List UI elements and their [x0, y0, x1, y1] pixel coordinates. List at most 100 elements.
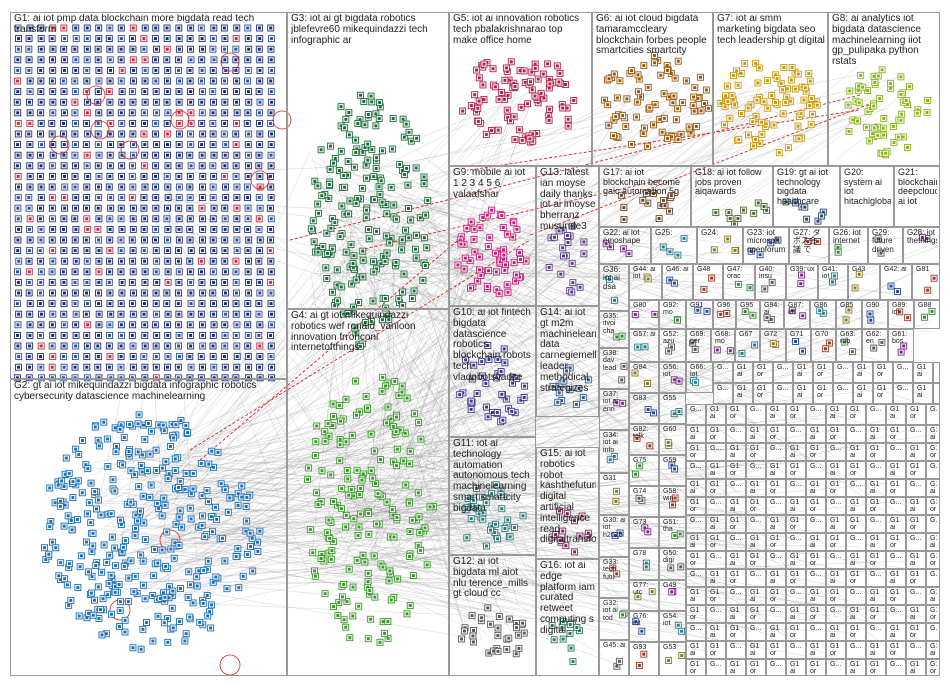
group-box-g59[interactable]: G59 [659, 455, 686, 486]
group-box-gs3[interactable]: G1 or [686, 443, 706, 461]
group-box-g72[interactable]: G72 [760, 329, 786, 362]
group-box-gs2[interactable]: G1 ai [886, 404, 906, 425]
group-box-g84[interactable]: G84 [629, 362, 659, 393]
group-box-g36[interactable]: G36: iot ai dsa [599, 264, 629, 311]
group-box-gs2[interactable]: G1 ai [786, 659, 806, 676]
group-box-g54[interactable]: G54: iot [659, 611, 686, 642]
group-box-gs1[interactable]: G... [766, 659, 786, 676]
group-box-gs3[interactable]: G1 or [926, 443, 940, 461]
group-box-gs3[interactable]: G1 or [806, 551, 826, 569]
group-box-g55[interactable]: G55 [659, 393, 686, 424]
group-box-gs1[interactable]: G... [826, 605, 846, 623]
group-box-gs1[interactable]: G... [926, 623, 940, 641]
group-box-gs2[interactable]: G1 ai [826, 515, 846, 533]
group-box-gs3[interactable]: G1 or [766, 587, 786, 605]
group-box-gs3[interactable]: G1 or [906, 569, 926, 587]
group-box-gs1[interactable]: G... [826, 497, 846, 515]
group-box-gs1[interactable]: G... [886, 551, 906, 569]
group-box-g21[interactable]: G21: blockchain deepcloud ai iot [894, 166, 940, 227]
group-box-g9[interactable]: G9: mobile ai iot 1 2 3 4 5 6 valaafshar [449, 166, 536, 306]
group-box-gs1[interactable]: G... [766, 551, 786, 569]
group-box-gs1[interactable]: G... [786, 479, 806, 497]
group-box-gs2[interactable]: G1 ai [746, 425, 766, 443]
group-box-gs2[interactable]: G1 ai [806, 533, 826, 551]
group-box-g76[interactable]: G76: iot [629, 611, 659, 642]
group-box-gs1[interactable]: G... [746, 515, 766, 533]
group-box-gs3[interactable]: G1 or [826, 587, 846, 605]
group-box-gs1[interactable]: G... [746, 623, 766, 641]
group-box-gs3[interactable]: G1 or [806, 659, 826, 676]
group-box-gs1[interactable]: G... [706, 605, 726, 623]
group-box-gs3[interactable]: G1 or [826, 425, 846, 443]
group-box-gs2[interactable]: G1 ai [686, 587, 706, 605]
group-box-gs1[interactable]: G... [886, 659, 906, 676]
group-box-gs3[interactable]: G1 or [866, 659, 886, 676]
group-box-gs2[interactable]: G1 ai [766, 623, 786, 641]
group-box-gs1[interactable]: G... [806, 623, 826, 641]
group-box-gs2[interactable]: G1 ai [746, 587, 766, 605]
group-box-gs3[interactable]: G1 or [873, 362, 893, 383]
group-box-g96[interactable]: G96 [713, 300, 736, 329]
group-box-gs1[interactable]: G... [846, 425, 866, 443]
group-box-gs2[interactable]: G1 ai [733, 383, 753, 404]
group-box-gs1[interactable]: G... [726, 479, 746, 497]
group-box-gs2[interactable]: G1 ai [846, 443, 866, 461]
group-box-gs1[interactable]: G... [686, 461, 706, 479]
group-box-gs1[interactable]: G... [906, 479, 926, 497]
group-box-gs1[interactable]: G... [926, 569, 940, 587]
group-box-gs3[interactable]: G1 or [886, 587, 906, 605]
group-box-gs1[interactable]: G... [766, 605, 786, 623]
group-box-g24[interactable]: G24: [697, 227, 743, 264]
group-box-g4[interactable]: G4: ai gt iot mikequindazzi robotics wef… [287, 309, 449, 676]
group-box-gs3[interactable]: G1 or [726, 623, 746, 641]
group-box-gs3[interactable]: G1 or [766, 479, 786, 497]
group-box-g16[interactable]: G16: iot ai edge platform iam curated re… [536, 559, 599, 676]
group-box-gs3[interactable]: G1 or [846, 461, 866, 479]
group-box-gs2[interactable]: G1 ai [686, 641, 706, 659]
group-box-gs1[interactable]: G... [846, 533, 866, 551]
group-box-gs1[interactable]: G... [713, 383, 733, 404]
group-box-gs1[interactable]: G... [806, 461, 826, 479]
group-box-g25[interactable]: G25: [651, 227, 697, 264]
group-box-gs2[interactable]: G1 ai [866, 479, 886, 497]
group-box-gs1[interactable]: G... [866, 623, 886, 641]
group-box-gs3[interactable]: G1 or [786, 515, 806, 533]
group-box-gs1[interactable]: G... [686, 404, 706, 425]
group-box-gs1[interactable]: G... [686, 515, 706, 533]
group-box-gs1[interactable]: G... [746, 404, 766, 425]
group-box-gs3[interactable]: G1 or [866, 605, 886, 623]
group-box-gs1[interactable]: G... [686, 623, 706, 641]
group-box-g34[interactable]: G34: iot ai info [599, 430, 629, 473]
group-box-g63[interactable]: G63: rob [836, 329, 862, 362]
group-box-gs3[interactable]: G1 or [866, 443, 886, 461]
group-box-g37[interactable]: G37: iot ai enri [599, 389, 629, 430]
group-box-gs2[interactable]: G1 ai [786, 605, 806, 623]
group-box-gs2[interactable]: G1 ai [733, 362, 753, 383]
group-box-gs1[interactable]: G... [886, 497, 906, 515]
group-box-g62[interactable]: G62: en [862, 329, 888, 362]
group-box-g60[interactable]: G60 [659, 424, 686, 455]
group-box-g47[interactable]: G47: orac [723, 264, 755, 300]
group-box-gs3[interactable]: G1 or [786, 623, 806, 641]
group-box-g81[interactable]: G81 [912, 264, 940, 300]
group-box-g78[interactable]: G78 [629, 548, 659, 580]
group-box-g69[interactable]: G69: per [686, 329, 711, 362]
group-box-gs2[interactable]: G1 ai [746, 641, 766, 659]
group-box-gs3[interactable]: G1 or [826, 479, 846, 497]
group-box-g82[interactable]: G82: talk [629, 424, 659, 455]
group-box-gs3[interactable]: G1 or [753, 383, 773, 404]
group-box-gs2[interactable]: G1 ai [846, 605, 866, 623]
group-box-gs2[interactable]: G1 ai [786, 551, 806, 569]
group-box-g67[interactable]: G67 [735, 329, 760, 362]
group-box-gs3[interactable]: G1 or [686, 659, 706, 676]
group-box-gs3[interactable]: G1 or [866, 551, 886, 569]
group-box-g52[interactable]: G52: azu [659, 329, 686, 362]
group-box-gs3[interactable]: G1 or [686, 551, 706, 569]
group-box-g6[interactable]: G6: ai iot cloud bigdata tamaramccleary … [592, 12, 713, 166]
group-box-gs1[interactable]: G... [766, 443, 786, 461]
group-box-g83[interactable]: G83 [629, 393, 659, 424]
group-box-gs2[interactable]: G1 ai [706, 515, 726, 533]
group-box-gs3[interactable]: G1 or [926, 659, 940, 676]
group-box-g28[interactable]: G28: iot thethings [903, 227, 940, 264]
group-box-gs1[interactable]: G... [706, 497, 726, 515]
